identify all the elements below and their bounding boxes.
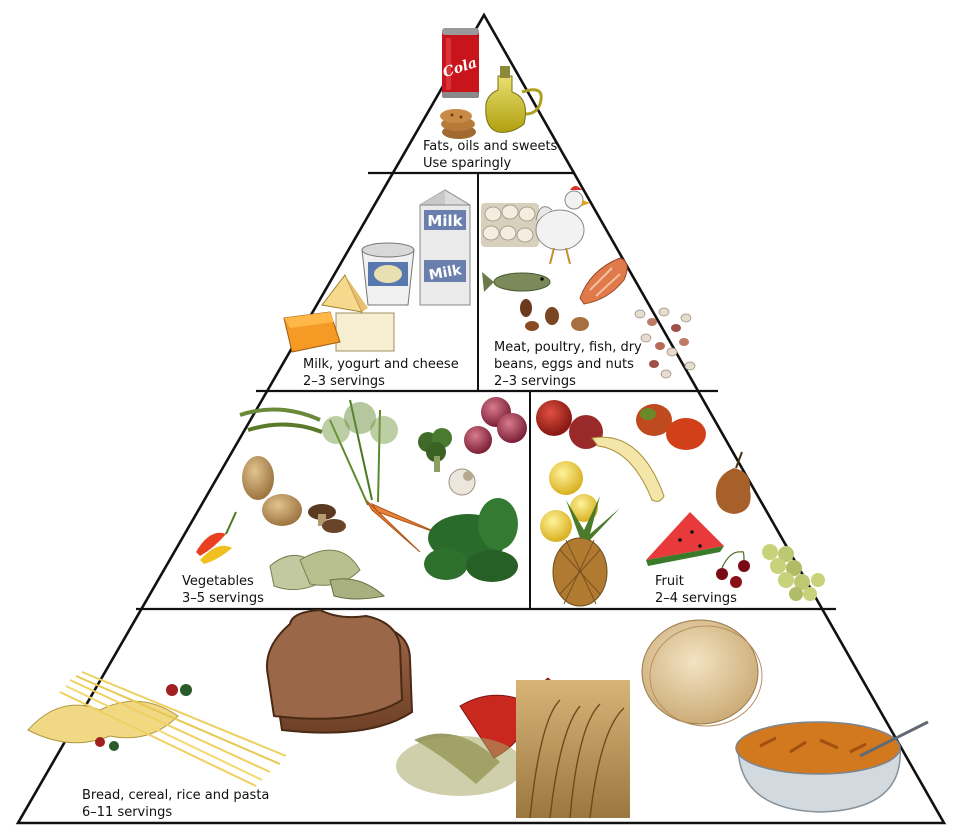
garlic-icon (448, 468, 476, 496)
grains-label-line2: 6–11 servings (82, 805, 173, 820)
fruit-label-line1: Fruit (655, 574, 684, 589)
pyramid-outline (15, 12, 947, 825)
grains-label-line1: Bread, cereal, rice and pasta (82, 788, 270, 803)
green-beans-icon (239, 407, 323, 434)
oil-cruet-icon (485, 66, 543, 133)
carrots-icon (322, 399, 441, 553)
spinach-icon (424, 498, 518, 582)
vegetables-label-line1: Vegetables (182, 574, 254, 589)
corn-icon (269, 549, 386, 600)
milk-carton-label-lower: Milk (428, 262, 464, 284)
mushrooms-icon (308, 504, 346, 533)
broccoli-icon (418, 428, 452, 472)
meat-label-line3: 2–3 servings (494, 374, 576, 389)
milk-label-line1: Milk, yogurt and cheese (303, 357, 459, 372)
milk-label: Milk, yogurt and cheese 2–3 servings (303, 356, 459, 390)
milk-label-line2: 2–3 servings (303, 374, 385, 389)
fish-icon (482, 272, 551, 292)
meat-label-line1: Meat, poultry, fish, dry (494, 340, 642, 355)
wheat-icon (516, 680, 630, 819)
lemons-icon (540, 461, 598, 542)
fats-label-line2: Use sparingly (423, 156, 512, 171)
banana-icon (591, 436, 665, 502)
pineapple-icon (552, 496, 620, 607)
tortillas-icon (641, 619, 763, 727)
fats-label-line1: Fats, oils and sweets (423, 139, 558, 154)
chicken-icon (535, 186, 590, 265)
mango-icon (636, 404, 706, 450)
fruit-label-line2: 2–4 servings (655, 591, 737, 606)
peppers-icon (196, 511, 237, 564)
nuts-icon (520, 299, 589, 331)
cereal-bowl-icon (735, 720, 929, 813)
vegetables-label: Vegetables 3–5 servings (182, 573, 264, 607)
grains-label: Bread, cereal, rice and pasta 6–11 servi… (82, 787, 269, 821)
onion-icon (464, 397, 527, 454)
grapes-icon (762, 544, 825, 601)
pasta-icon (27, 671, 287, 787)
watermelon-icon (646, 512, 724, 566)
milk-carton-icon: Milk Milk (419, 189, 471, 306)
vegetables-label-line2: 3–5 servings (182, 591, 264, 606)
meat-label-line2: beans, eggs and nuts (494, 357, 634, 372)
meat-label: Meat, poultry, fish, dry beans, eggs and… (494, 339, 642, 390)
fats-label: Fats, oils and sweets Use sparingly (423, 138, 557, 172)
beans-icon (634, 307, 696, 379)
cherries-icon (716, 551, 750, 588)
milk-carton-label: Milk (427, 212, 463, 230)
apples-icon (536, 400, 603, 449)
cola-can-icon: Cola (441, 28, 479, 98)
pear-icon (715, 451, 751, 514)
potatoes-icon (242, 456, 302, 526)
cookies-icon (440, 109, 476, 139)
eggs-icon (481, 203, 539, 247)
yogurt-cup-icon (361, 242, 415, 306)
cheese-icon (283, 274, 395, 353)
fruit-label: Fruit 2–4 servings (655, 573, 737, 607)
salmon-fillet-icon (579, 257, 628, 305)
bread-icon (266, 608, 414, 734)
